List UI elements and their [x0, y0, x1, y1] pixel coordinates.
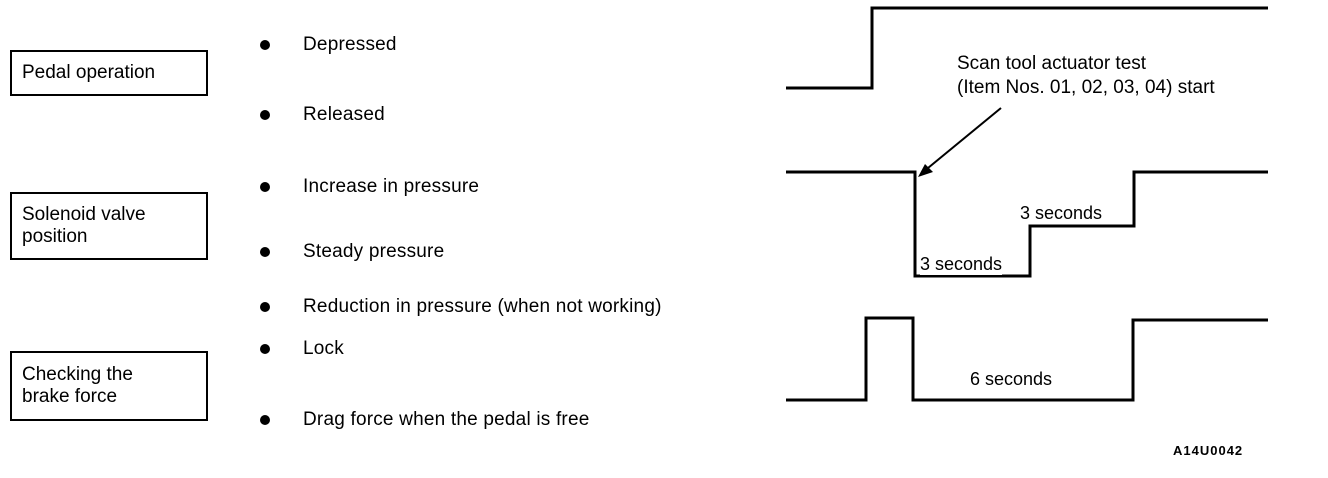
- scan-tool-note-line2: (Item Nos. 01, 02, 03, 04) start: [957, 77, 1215, 98]
- pedal-waveform: [786, 6, 1268, 90]
- state-steady-label: Steady pressure: [303, 241, 445, 262]
- figure-code: A14U0042: [1173, 443, 1244, 458]
- bullet-icon: [260, 415, 270, 425]
- solenoid-valve-box: Solenoid valve position: [10, 192, 208, 260]
- state-lock-label: Lock: [303, 338, 344, 359]
- leader-line: [927, 107, 1002, 169]
- bullet-icon: [260, 182, 270, 192]
- brake-force-label-line1: Checking the: [22, 364, 133, 385]
- arrow-head-icon: [918, 164, 933, 177]
- solenoid-valve-label-line2: position: [22, 226, 88, 247]
- state-depressed-label: Depressed: [303, 34, 397, 55]
- scan-tool-note-line1: Scan tool actuator test: [957, 53, 1147, 74]
- bullet-icon: [260, 247, 270, 257]
- pedal-operation-box: Pedal operation: [10, 50, 208, 96]
- brake-force-waveform: [786, 316, 1268, 402]
- state-released-label: Released: [303, 104, 385, 125]
- state-reduction-label: Reduction in pressure (when not working): [303, 296, 662, 317]
- bullet-icon: [260, 344, 270, 354]
- state-drag-label: Drag force when the pedal is free: [303, 409, 590, 430]
- bullet-icon: [260, 40, 270, 50]
- state-increase-label: Increase in pressure: [303, 176, 480, 197]
- three-seconds-high-label: 3 seconds: [1020, 202, 1103, 224]
- pedal-operation-label: Pedal operation: [22, 62, 156, 83]
- brake-force-label-line2: brake force: [22, 386, 118, 407]
- solenoid-waveform: [786, 170, 1268, 278]
- brake-force-box: Checking the brake force: [10, 351, 208, 421]
- six-seconds-label: 6 seconds: [970, 369, 1053, 389]
- bullet-icon: [260, 302, 270, 312]
- bullet-icon: [260, 110, 270, 120]
- three-seconds-low-label: 3 seconds: [920, 253, 1003, 275]
- solenoid-valve-label-line1: Solenoid valve: [22, 204, 146, 225]
